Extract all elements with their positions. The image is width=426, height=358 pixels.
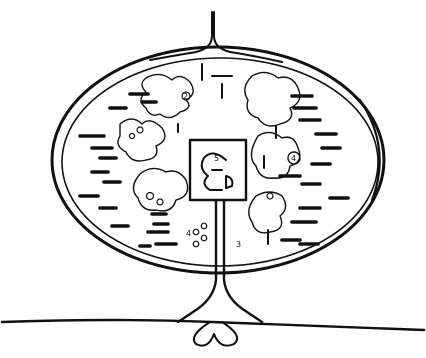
root-loops xyxy=(194,322,237,346)
label-lower-right: 3 xyxy=(236,240,241,249)
cluster-upper-right xyxy=(245,72,300,126)
cluster-left-mid xyxy=(118,119,165,161)
label-upper-left: 2 xyxy=(183,92,188,101)
inner-shell xyxy=(62,58,378,266)
trunk-left xyxy=(178,200,216,322)
label-center: 5 xyxy=(214,154,219,163)
label-right: 4 xyxy=(291,154,296,163)
label-lower-left: 4 xyxy=(186,229,191,238)
trunk-right xyxy=(224,200,262,322)
ground-line xyxy=(2,320,424,330)
